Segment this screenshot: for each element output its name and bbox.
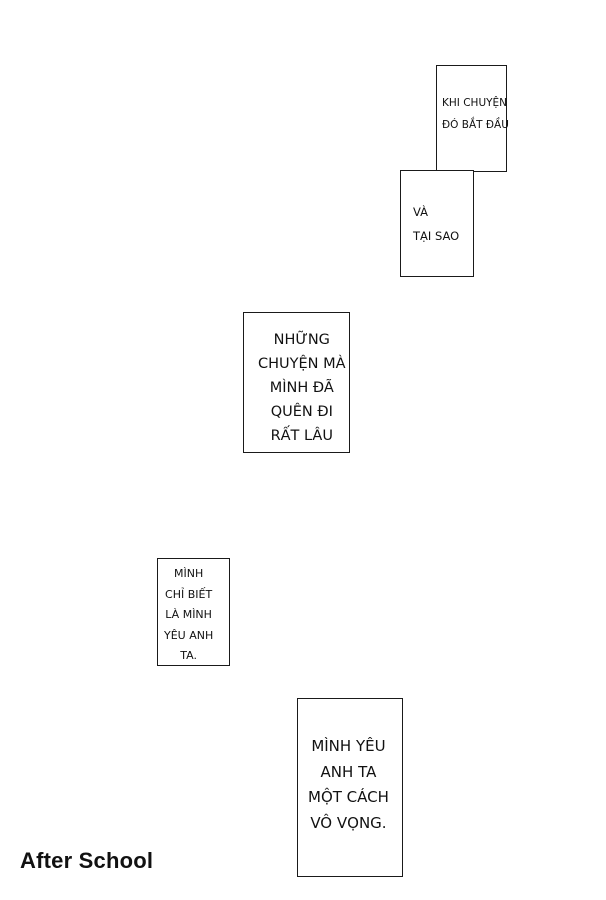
- caption-line: LÀ MÌNH: [165, 608, 212, 621]
- caption-line: TẠI SAO: [413, 229, 460, 243]
- brand-label: After School: [20, 848, 154, 873]
- caption-line: NHỮNG: [273, 332, 330, 348]
- caption-text-3: NHỮNG CHUYỆN MÀ MÌNH ĐÃ QUÊN ĐI RẤT LÂU: [258, 328, 346, 448]
- caption-line: RẤT LÂU: [270, 428, 333, 444]
- caption-line: TA.: [180, 649, 197, 662]
- caption-line: VÔ VỌNG.: [310, 813, 387, 832]
- caption-line: CHUYỆN MÀ: [258, 356, 346, 372]
- caption-line: ĐÓ BẮT ĐẦU: [442, 119, 509, 131]
- caption-text-2: VÀ TẠI SAO: [413, 200, 459, 248]
- caption-panel-4: [157, 558, 230, 666]
- caption-line: MÌNH YÊU: [311, 737, 386, 755]
- caption-line: MỘT CÁCH: [308, 788, 389, 806]
- caption-line: ANH TA: [320, 762, 377, 781]
- caption-line: QUÊN ĐI: [270, 404, 333, 420]
- caption-line: YÊU ANH: [164, 628, 214, 642]
- caption-panel-5: [297, 698, 403, 877]
- caption-text-1: KHI CHUYỆN ĐÓ BẮT ĐẦU: [442, 92, 509, 136]
- caption-panel-2: [400, 170, 474, 277]
- caption-text-4: MÌNH CHỈ BIẾT LÀ MÌNH YÊU ANH TA.: [164, 564, 213, 667]
- caption-line: KHI CHUYỆN: [442, 97, 508, 109]
- caption-line: CHỈ BIẾT: [165, 587, 213, 601]
- caption-line: MÌNH: [174, 567, 204, 580]
- caption-line: MÌNH ĐÃ: [269, 380, 334, 396]
- caption-panel-1: [436, 65, 507, 172]
- caption-panel-3: [243, 312, 350, 453]
- caption-text-5: MÌNH YÊU ANH TA MỘT CÁCH VÔ VỌNG.: [308, 734, 389, 836]
- caption-line: VÀ: [413, 205, 428, 219]
